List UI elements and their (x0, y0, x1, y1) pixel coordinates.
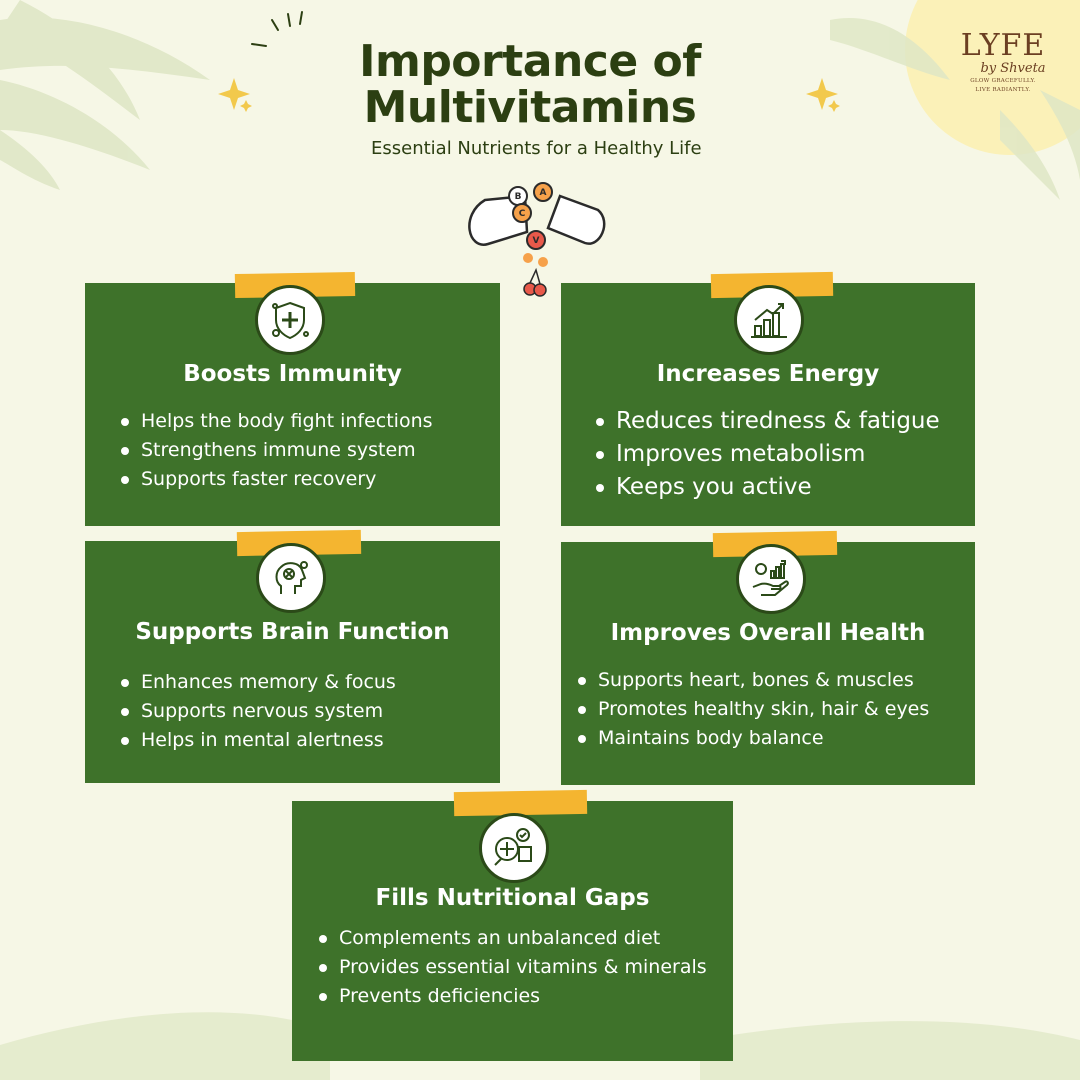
icon-badge (479, 813, 549, 883)
card-title: Fills Nutritional Gaps (375, 885, 650, 911)
card-title: Improves Overall Health (610, 620, 926, 646)
bullet-item: Strengthens immune system (121, 436, 433, 465)
bullet-item: Reduces tiredness & fatigue (596, 405, 940, 438)
bullet-item: Supports faster recovery (121, 465, 433, 494)
card-title: Boosts Immunity (183, 361, 402, 387)
palm-leaf-right-icon (830, 18, 1080, 200)
bullet-item: Prevents deficiencies (319, 982, 719, 1011)
fruit-drops-icon (508, 182, 553, 297)
capsule-letter-c: C (519, 209, 526, 219)
nutrition-check-icon (494, 828, 532, 866)
bullet-item: Supports heart, bones & muscles (577, 666, 929, 695)
icon-badge (256, 543, 326, 613)
bullet-list: Helps the body fight infections Strength… (121, 407, 433, 494)
capsule-letter-a: A (540, 188, 547, 198)
bullet-list: Supports heart, bones & muscles Promotes… (577, 666, 929, 753)
page-subtitle: Essential Nutrients for a Healthy Life (371, 138, 702, 159)
card-fills-nutritional-gaps: Fills Nutritional Gaps Complements an un… (292, 789, 733, 1061)
logo-tagline-1: GLOW GRACEFULLY. (970, 78, 1036, 84)
bullet-item: Helps in mental alertness (121, 726, 396, 755)
logo-wordmark: LYFE (960, 28, 1046, 63)
bullet-list: Reduces tiredness & fatigue Improves met… (596, 405, 940, 504)
bullet-item: Maintains body balance (577, 724, 929, 753)
sun-glow-shape (905, 0, 1080, 155)
sparkle-star-right-icon (806, 78, 840, 112)
logo-tagline-2: LIVE RADIANTLY. (975, 87, 1031, 93)
icon-badge (734, 285, 804, 355)
card-title: Supports Brain Function (135, 619, 450, 645)
hills-shape (0, 1012, 1080, 1080)
card-improves-overall-health: Improves Overall Health Supports heart, … (561, 530, 975, 785)
bar-chart-growth-icon (751, 303, 787, 338)
bullet-list: Enhances memory & focus Supports nervous… (121, 668, 396, 755)
brand-logo: LYFE by Shveta GLOW GRACEFULLY. LIVE RAD… (948, 30, 1058, 94)
bullet-item: Keeps you active (596, 471, 940, 504)
card-boosts-immunity: Boosts Immunity Helps the body fight inf… (85, 271, 500, 526)
tape-strip (453, 789, 588, 817)
capsule-letter-b: B (515, 192, 522, 202)
capsule-vitamins-icon (468, 194, 606, 246)
bullet-list: Complements an unbalanced diet Provides … (319, 924, 719, 1011)
bullet-item: Promotes healthy skin, hair & eyes (577, 695, 929, 724)
page-title-line1: Importance of (359, 36, 701, 87)
bullet-item: Improves metabolism (596, 438, 940, 471)
card-supports-brain-function: Supports Brain Function Enhances memory … (85, 529, 500, 783)
bullet-item: Supports nervous system (121, 697, 396, 726)
shield-plus-icon (272, 301, 309, 340)
sparkle-lines-icon (251, 11, 303, 47)
logo-byline: by Shveta (980, 61, 1046, 76)
hand-growth-icon (752, 560, 789, 596)
sparkle-star-left-icon (218, 78, 252, 112)
capsule-letter-v: V (533, 236, 540, 246)
card-title: Increases Energy (656, 361, 880, 387)
bullet-item: Enhances memory & focus (121, 668, 396, 697)
bullet-item: Complements an unbalanced diet (319, 924, 719, 953)
icon-badge (255, 285, 325, 355)
bullet-item: Provides essential vitamins & minerals (319, 953, 719, 982)
brain-gear-icon (275, 561, 308, 594)
page-title-line2: Multivitamins (363, 82, 697, 133)
card-increases-energy: Increases Energy Reduces tiredness & fat… (561, 271, 975, 526)
icon-badge (736, 544, 806, 614)
palm-leaf-left-icon (0, 0, 210, 190)
bullet-item: Helps the body fight infections (121, 407, 433, 436)
